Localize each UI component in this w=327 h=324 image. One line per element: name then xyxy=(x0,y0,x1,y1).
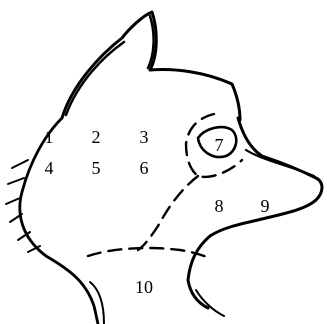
throat-region-boundary xyxy=(88,248,210,258)
region-label-9: 9 xyxy=(261,196,270,216)
throat-outline xyxy=(188,236,210,308)
region-label-2: 2 xyxy=(92,127,101,147)
region-label-7: 7 xyxy=(215,135,224,155)
neck-back-outline xyxy=(20,118,98,324)
neck-base-strokes xyxy=(90,282,224,324)
region-label-1: 1 xyxy=(45,127,54,147)
region-label-5: 5 xyxy=(92,158,101,178)
region-label-6: 6 xyxy=(140,158,149,178)
region-label-10: 10 xyxy=(135,277,153,297)
snout-outline xyxy=(210,118,322,236)
cheek-region-boundary xyxy=(138,176,198,250)
region-label-4: 4 xyxy=(45,158,54,178)
region-label-8: 8 xyxy=(215,196,224,216)
neck-fur-strokes xyxy=(6,160,40,252)
region-label-3: 3 xyxy=(140,127,149,147)
head-top-sketch-line xyxy=(66,16,154,115)
head-top-outline xyxy=(62,12,240,120)
snout-bridge-line xyxy=(246,150,314,176)
